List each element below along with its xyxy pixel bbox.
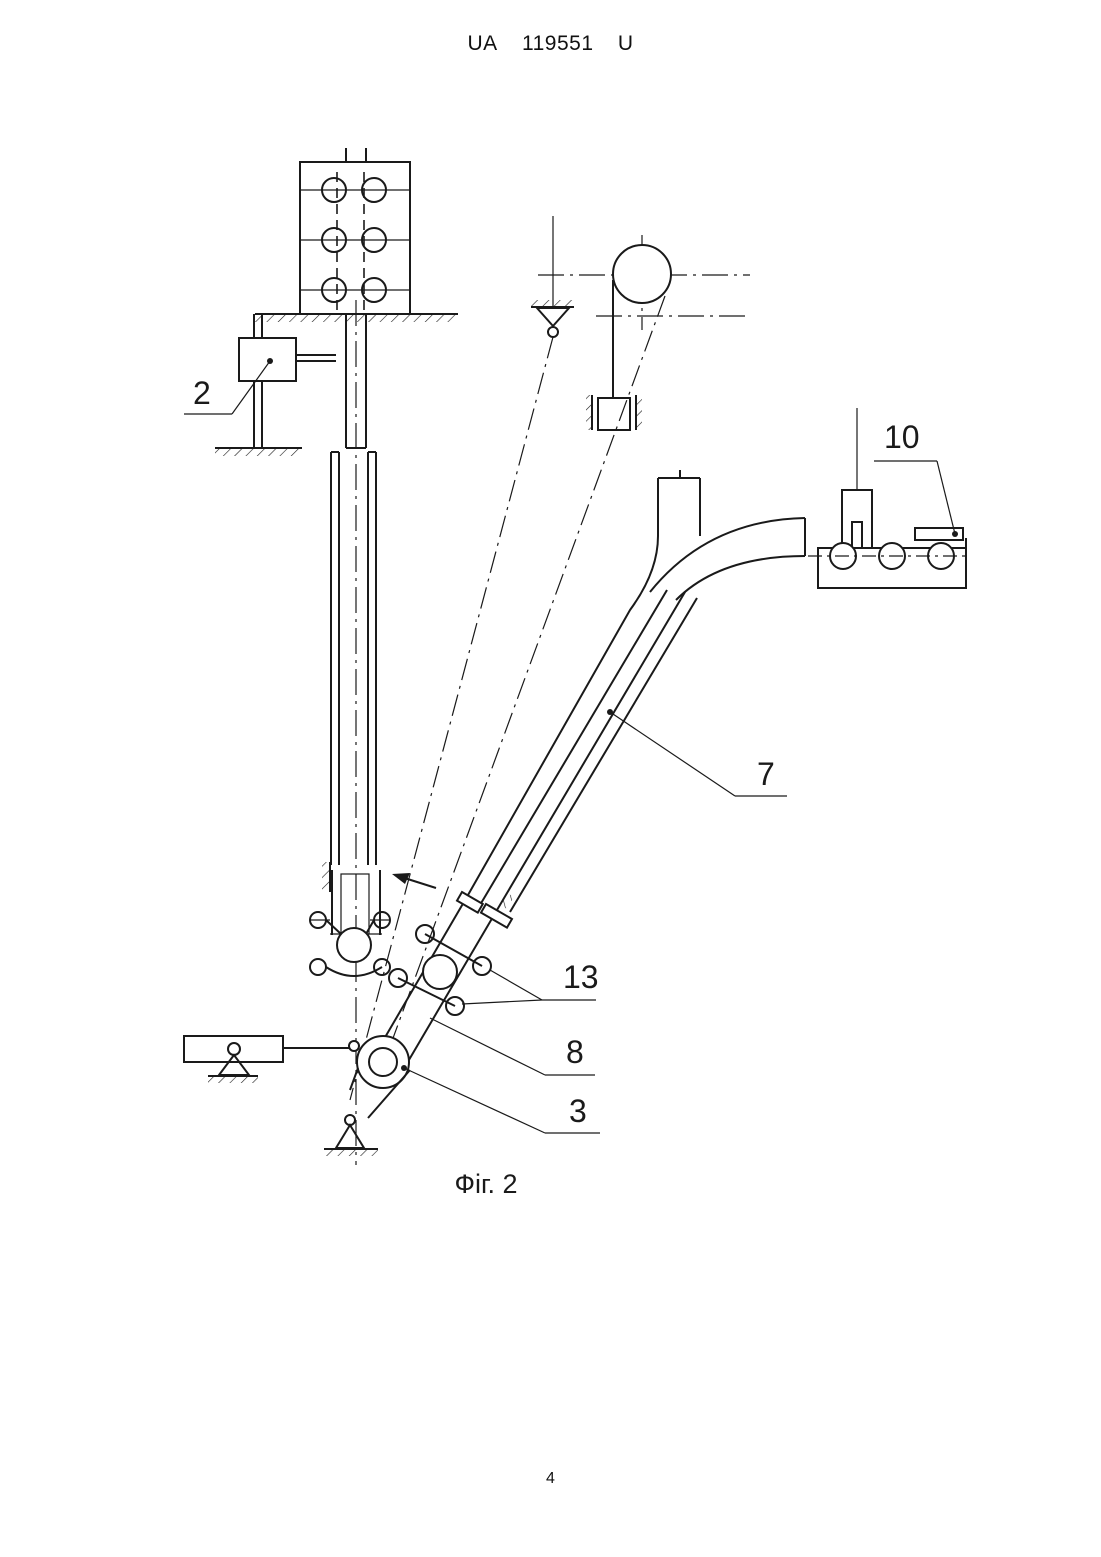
pulley-assembly (531, 216, 750, 430)
lower-vertical-clamp (310, 862, 436, 976)
callout-7: 7 (757, 756, 775, 792)
figure-caption: Фіг. 2 (454, 1169, 517, 1199)
callout-3: 3 (569, 1093, 587, 1129)
left-support (184, 1036, 352, 1083)
callout-13: 13 (563, 959, 599, 995)
callout-10: 10 (884, 419, 920, 455)
callout-2: 2 (193, 375, 211, 411)
upper-roll-stand (300, 148, 410, 314)
callout-8: 8 (566, 1034, 584, 1070)
vertical-strand (331, 300, 376, 1165)
page-number: 4 (0, 1470, 1101, 1488)
